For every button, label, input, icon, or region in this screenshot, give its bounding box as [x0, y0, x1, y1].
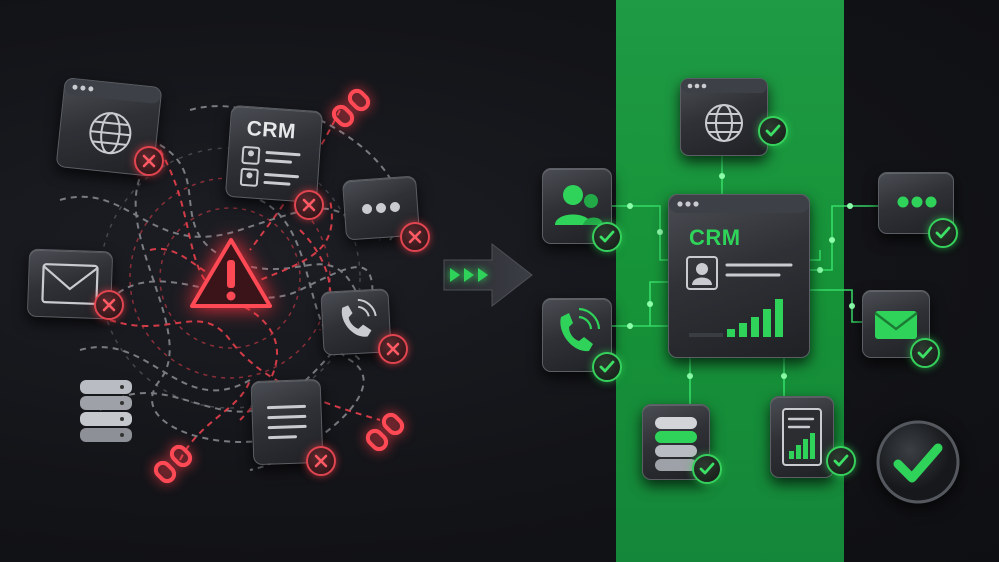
crm-card-center: CRM [668, 194, 810, 358]
error-badge [94, 290, 124, 320]
check-icon [599, 360, 615, 373]
check-badge [758, 116, 788, 146]
close-icon [386, 342, 400, 356]
check-badge [692, 454, 722, 484]
close-icon [302, 198, 316, 212]
transition-arrow-icon [443, 242, 533, 308]
error-badge [134, 146, 164, 176]
error-badge [294, 190, 324, 220]
check-icon [917, 346, 933, 359]
mail-icon [874, 311, 918, 339]
chat-card [341, 175, 421, 241]
globe-window-card [680, 78, 768, 156]
warning-icon [190, 238, 272, 308]
close-icon [142, 154, 156, 168]
success-check-icon [876, 420, 960, 504]
check-badge [928, 218, 958, 248]
broken-link-icon [331, 88, 371, 128]
check-badge [910, 338, 940, 368]
broken-link-icon [153, 444, 193, 484]
error-badge [306, 446, 336, 476]
close-icon [102, 298, 116, 312]
crm-card-left: CRM [224, 104, 324, 204]
phone-icon [341, 298, 377, 337]
document-card [250, 378, 324, 466]
database-icon [655, 417, 697, 471]
check-icon [599, 230, 615, 243]
globe-icon [64, 79, 161, 155]
phone-card [542, 298, 612, 372]
report-card [770, 396, 834, 478]
document-icon [266, 404, 307, 440]
chat-bubble-icon [897, 196, 937, 208]
chat-bubble-icon [362, 202, 400, 214]
users-icon [555, 185, 603, 225]
check-icon [935, 226, 951, 239]
check-badge [592, 352, 622, 382]
phone-card [320, 288, 392, 356]
check-icon [699, 462, 715, 475]
check-icon [765, 124, 781, 137]
globe-window-card [55, 77, 163, 177]
crm-dashboard-icon [669, 195, 809, 337]
check-badge [826, 446, 856, 476]
close-icon [314, 454, 328, 468]
close-icon [408, 230, 422, 244]
check-icon [833, 454, 849, 467]
crm-label: CRM [689, 225, 741, 250]
globe-icon [681, 79, 767, 142]
error-badge [378, 334, 408, 364]
check-badge [592, 222, 622, 252]
error-badge [400, 222, 430, 252]
report-icon [782, 408, 822, 466]
phone-icon [560, 307, 601, 352]
broken-link-icon [365, 412, 405, 452]
mail-icon [41, 263, 99, 305]
contact-card-icon [239, 145, 301, 187]
database-icon [80, 380, 132, 442]
mail-card [26, 248, 114, 320]
